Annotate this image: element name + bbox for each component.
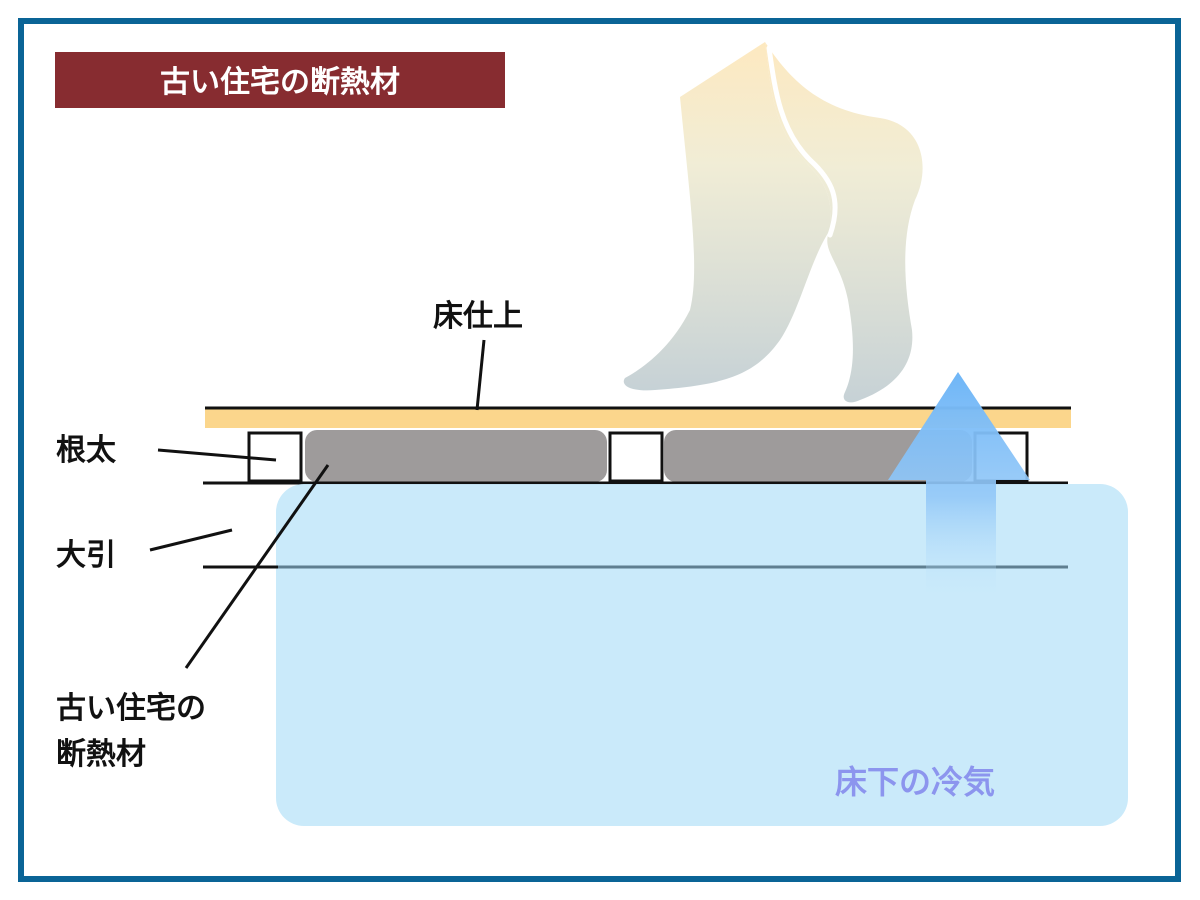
underfloor-cold-zone [276, 484, 1128, 826]
label-floor-finish: 床仕上 [433, 299, 523, 334]
left-foot [623, 42, 831, 391]
title-banner [55, 52, 505, 108]
foot-highlight [766, 45, 838, 238]
right-foot [765, 42, 923, 403]
title-text: 古い住宅の断熱材 [160, 65, 400, 100]
leader-sleeper [149, 528, 233, 552]
floor-finish-board [205, 408, 1071, 428]
label-cold-air: 床下の冷気 [835, 763, 995, 801]
leader-joist [157, 448, 277, 462]
joist-2 [608, 431, 664, 483]
insulation-batt-1 [305, 430, 607, 482]
insulation-batt-2 [664, 430, 972, 482]
leader-insulation [184, 464, 330, 669]
label-joist: 根太 [56, 433, 117, 468]
label-insulation-line1: 古い住宅の [56, 691, 206, 726]
cold-air-arrow-icon [888, 372, 1030, 600]
leader-floor-finish [475, 339, 486, 411]
label-insulation-line2: 断熱材 [56, 737, 146, 772]
feet-illustration [623, 42, 923, 403]
label-sleeper: 大引 [56, 538, 116, 573]
